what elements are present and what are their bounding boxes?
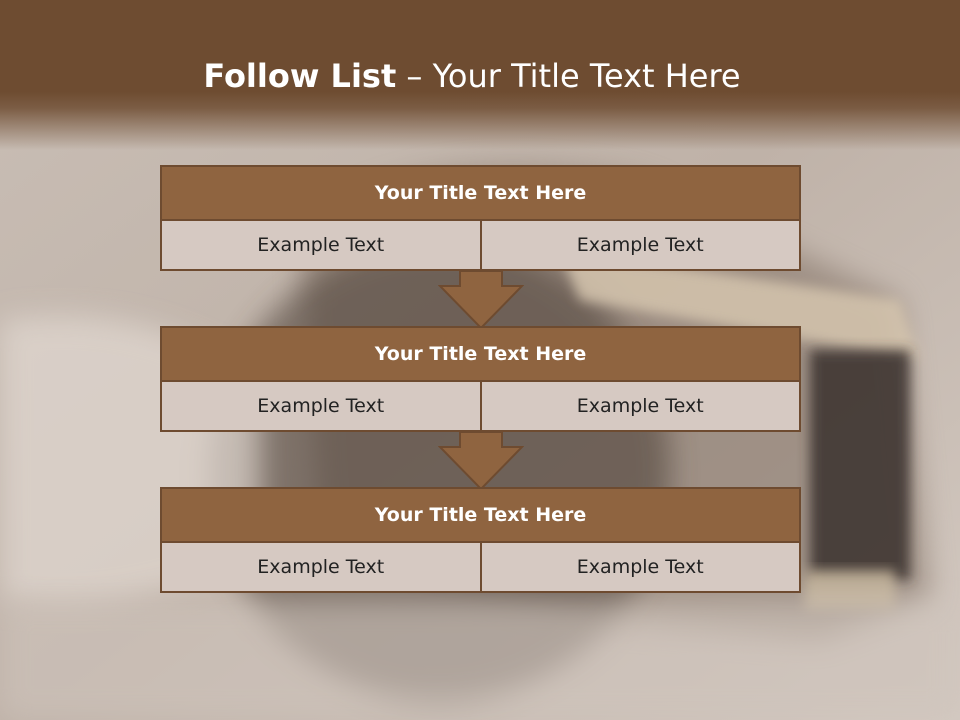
- step-box-2: Your Title Text Here Example Text Exampl…: [160, 326, 801, 432]
- step-row: Example Text Example Text: [160, 543, 801, 593]
- step-box-1: Your Title Text Here Example Text Exampl…: [160, 165, 801, 271]
- step-title: Your Title Text Here: [160, 326, 801, 382]
- down-arrow-icon: [438, 270, 524, 330]
- step-cell-right: Example Text: [479, 543, 800, 591]
- step-row: Example Text Example Text: [160, 382, 801, 432]
- step-cell-right: Example Text: [479, 382, 800, 430]
- slide-title: Follow List – Your Title Text Here: [0, 54, 944, 98]
- slide-title-bold: Follow List: [203, 57, 397, 95]
- step-cell-left: Example Text: [257, 234, 385, 256]
- slide-title-rest: – Your Title Text Here: [396, 57, 741, 95]
- step-row: Example Text Example Text: [160, 221, 801, 271]
- step-cell-right: Example Text: [479, 221, 800, 269]
- step-title: Your Title Text Here: [160, 165, 801, 221]
- down-arrow-icon: [438, 431, 524, 491]
- step-cell-left: Example Text: [257, 556, 385, 578]
- header-band: [0, 0, 960, 150]
- step-cell-left: Example Text: [257, 395, 385, 417]
- step-box-3: Your Title Text Here Example Text Exampl…: [160, 487, 801, 593]
- step-title: Your Title Text Here: [160, 487, 801, 543]
